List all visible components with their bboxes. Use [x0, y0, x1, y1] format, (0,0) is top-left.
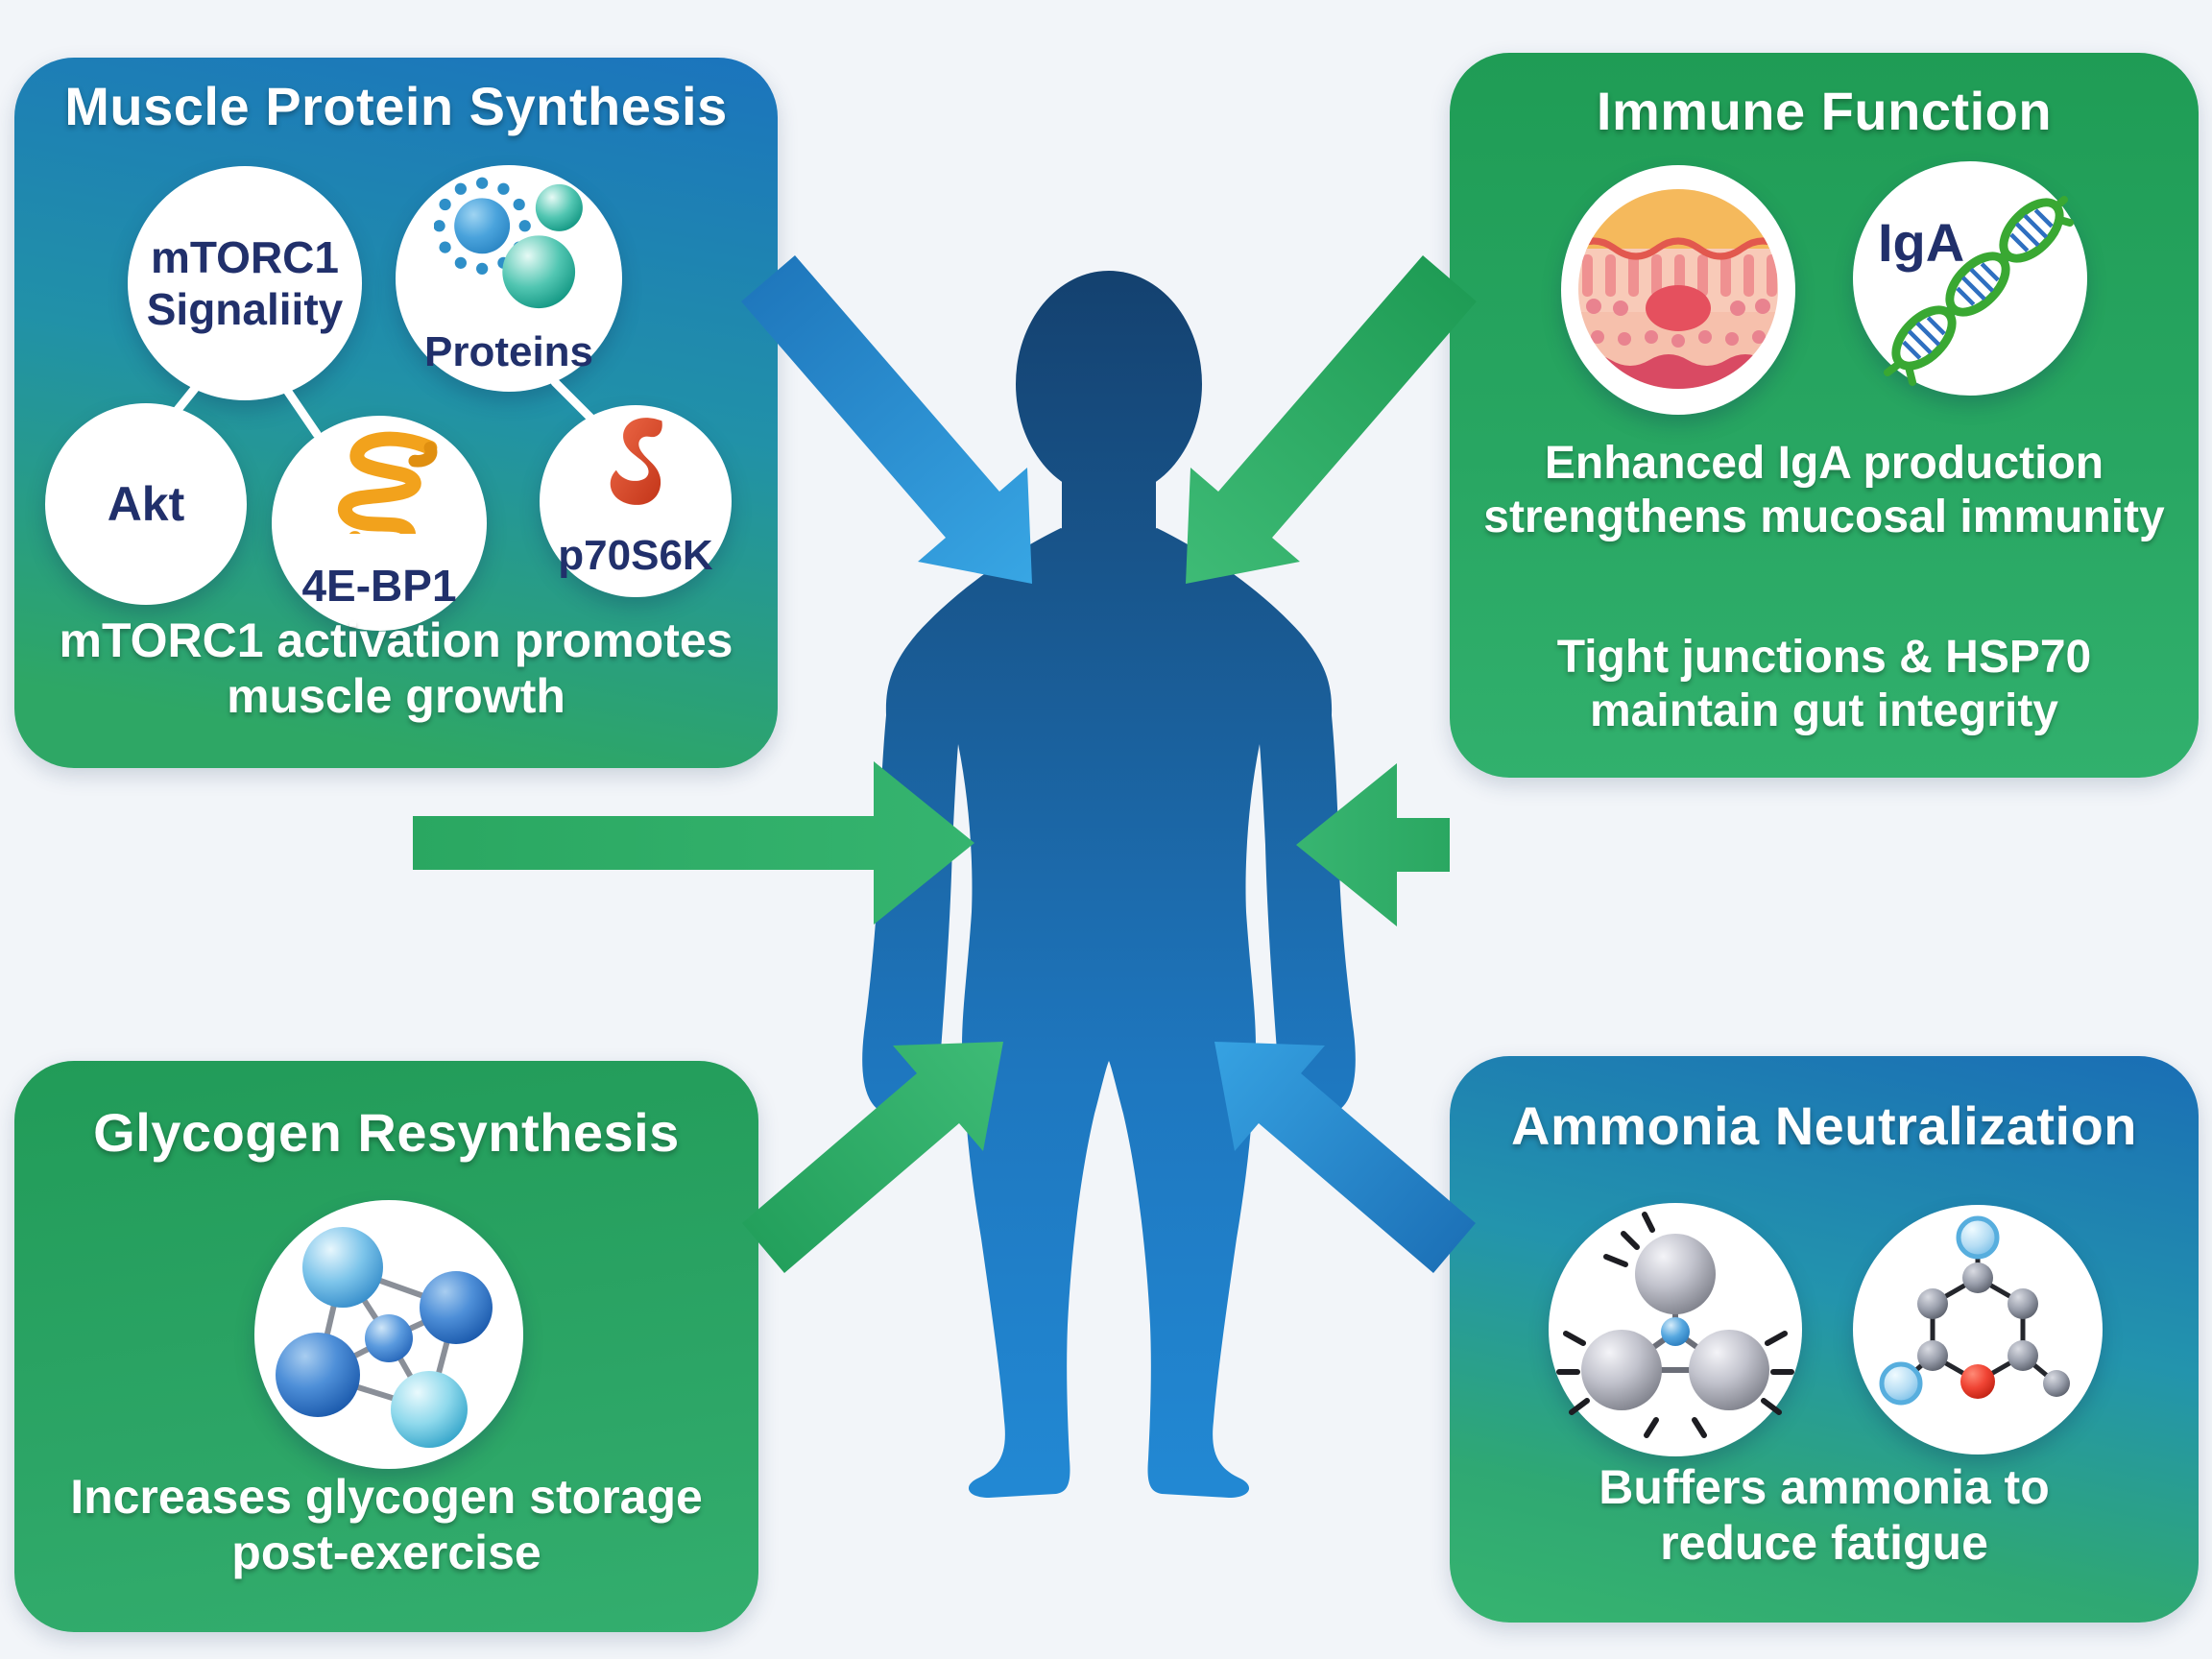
- mtorc1-label-line2: Signaliity: [146, 284, 344, 334]
- muscle-panel-title: Muscle Protein Synthesis: [64, 76, 728, 136]
- human-silhouette: [862, 271, 1356, 1498]
- glycogen-caption: Increases glycogen storage post-exercise: [14, 1469, 758, 1580]
- ammonia-caption-line1: Buffers ammonia to: [1599, 1460, 2050, 1514]
- bubble-iga: IgA: [1853, 161, 2087, 396]
- panel-ammonia-neutralization: Ammonia Neutralization: [1450, 1056, 2199, 1623]
- akt-label: Akt: [107, 476, 185, 531]
- arrow-ammonia-to-body: [1214, 1042, 1476, 1273]
- protein-cluster-icon: [434, 177, 583, 309]
- bubble-mtorc1-signaling: mTORC1 Signaliity: [128, 166, 362, 400]
- silhouette-neck: [1062, 437, 1156, 544]
- glycogen-molecule-icon: [276, 1227, 493, 1448]
- bubble-epithelium: [1561, 165, 1795, 415]
- bubble-ring-molecule: [1853, 1205, 2103, 1455]
- mtorc1-label-line1: mTORC1: [151, 231, 339, 282]
- panel-glycogen-resynthesis: Glycogen Resynthesis: [14, 1061, 758, 1632]
- arrow-immune-lower-to-body: [1296, 763, 1450, 926]
- bubble-akt: Akt: [45, 403, 247, 605]
- 4ebp1-label: 4E-BP1: [301, 561, 457, 611]
- immune-caption1-line1: Enhanced IgA production: [1544, 438, 2104, 489]
- iga-label: IgA: [1878, 212, 1965, 273]
- immune-panel-title: Immune Function: [1596, 81, 2053, 141]
- arrow-muscle-lower-to-body: [413, 761, 974, 925]
- immune-caption2-line1: Tight junctions & HSP70: [1556, 632, 2092, 683]
- muscle-caption: mTORC1 activation promotes muscle growth: [14, 613, 778, 724]
- muscle-caption-line2: muscle growth: [227, 669, 565, 723]
- p70s6k-label: p70S6K: [558, 532, 713, 579]
- bubble-glycogen-molecule: [254, 1200, 523, 1469]
- immune-caption-1: Enhanced IgA production strengthens muco…: [1450, 437, 2199, 543]
- ring-molecule-icon: [1879, 1215, 2070, 1406]
- immune-caption-2: Tight junctions & HSP70 maintain gut int…: [1450, 631, 2199, 737]
- ribbon-icon: [337, 431, 438, 534]
- muscle-caption-line1: mTORC1 activation promotes: [59, 613, 733, 667]
- bubble-p70s6k: p70S6K: [540, 405, 732, 597]
- silhouette-body: [862, 528, 1356, 1498]
- ammonia-caption-line2: reduce fatigue: [1660, 1516, 1988, 1570]
- glycogen-caption-line2: post-exercise: [231, 1526, 541, 1579]
- panel-muscle-protein-synthesis: Muscle Protein Synthesis mTORC1 Signalii…: [14, 58, 778, 768]
- bubble-proteins: Proteins: [396, 165, 622, 392]
- arrow-immune-to-body: [1186, 255, 1477, 584]
- bubble-ammonia-molecule: [1549, 1203, 1802, 1456]
- arrow-glycogen-to-body: [742, 1042, 1003, 1273]
- immune-caption2-line2: maintain gut integrity: [1589, 685, 2058, 736]
- immune-caption1-line2: strengthens mucosal immunity: [1483, 491, 2165, 542]
- glycogen-caption-line1: Increases glycogen storage: [70, 1470, 703, 1524]
- epithelium-icon: [1578, 189, 1778, 389]
- proteins-label: Proteins: [423, 328, 594, 375]
- ammonia-panel-title: Ammonia Neutralization: [1511, 1095, 2137, 1156]
- panel-immune-function: Immune Function: [1450, 53, 2199, 778]
- arrow-muscle-to-body: [741, 255, 1032, 584]
- glycogen-panel-title: Glycogen Resynthesis: [93, 1102, 680, 1163]
- ammonia-molecule-icon: [1556, 1212, 1794, 1438]
- flame-icon: [610, 418, 662, 505]
- bubble-4ebp1: 4E-BP1: [272, 416, 487, 631]
- ammonia-caption: Buffers ammonia to reduce fatigue: [1450, 1459, 2199, 1571]
- silhouette-head: [1016, 271, 1202, 497]
- dna-icon: [1884, 196, 2074, 386]
